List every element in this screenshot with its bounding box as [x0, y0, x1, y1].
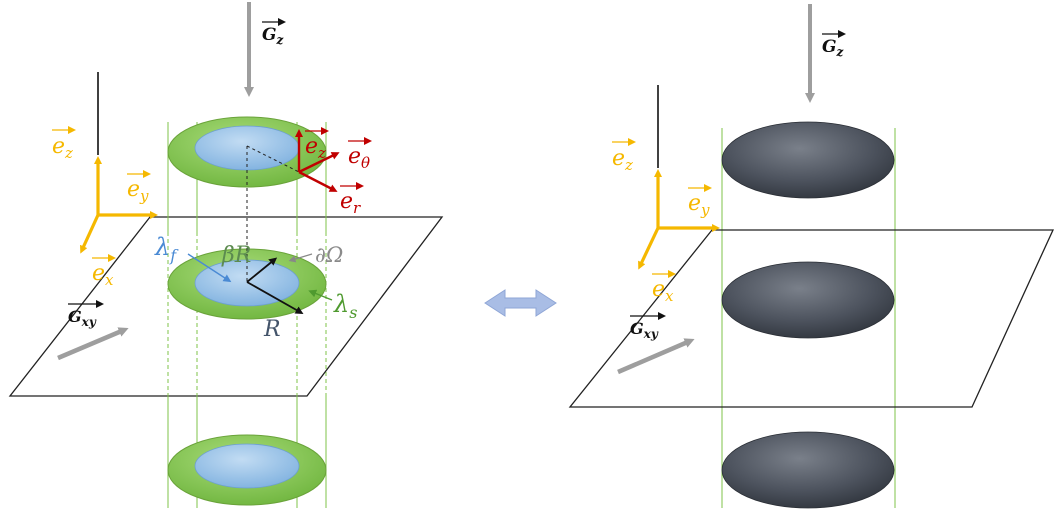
- right-panel: Gz ez ey ex Gxy: [568, 4, 1055, 509]
- lambda-f-label: λ: [154, 233, 170, 261]
- left-ey-sub: y: [139, 187, 149, 205]
- right-gxy-label: G: [630, 319, 644, 338]
- radius-arrows: [246, 257, 304, 314]
- left-panel: Gz ez ey ex Gxy: [8, 2, 444, 508]
- svg-text:ey: ey: [127, 177, 149, 205]
- right-global-vector-bars: [612, 138, 712, 278]
- svg-text:ez: ez: [52, 134, 73, 162]
- left-gz-label: G: [262, 25, 277, 45]
- lambda-f-sub: f: [169, 246, 179, 265]
- local-er-label: e: [340, 189, 353, 214]
- local-ez-sub: z: [317, 144, 326, 162]
- svg-text:λf: λf: [154, 233, 179, 265]
- left-local-frame: [295, 129, 340, 192]
- svg-text:ez: ez: [305, 134, 326, 162]
- svg-text:Gz: Gz: [822, 37, 845, 59]
- left-disc-bottom: [167, 434, 327, 506]
- right-gz-label: G: [822, 37, 837, 57]
- right-gz-sub: z: [836, 45, 845, 59]
- right-ez-sub: z: [624, 156, 633, 174]
- lambda-s-sub: s: [349, 303, 357, 322]
- left-ex-sub: x: [105, 271, 114, 289]
- svg-text:er: er: [340, 189, 361, 217]
- right-ex-sub: x: [665, 287, 674, 305]
- right-ex-arrow: [638, 227, 660, 270]
- left-ez-label: e: [52, 134, 65, 159]
- svg-text:Gz: Gz: [262, 25, 285, 47]
- svg-text:eθ: eθ: [348, 144, 370, 172]
- left-global-vector-bars: [52, 126, 151, 262]
- right-plane: [568, 229, 1055, 408]
- left-gxy-sub: xy: [81, 315, 97, 329]
- left-plane: [8, 216, 444, 397]
- svg-text:Gxy: Gxy: [630, 319, 659, 341]
- boundary-label: ∂Ω: [315, 243, 343, 267]
- local-er-sub: r: [353, 199, 361, 217]
- right-disc-middle: [721, 261, 895, 339]
- right-gxy-arrow: [617, 338, 695, 375]
- svg-text:λs: λs: [333, 290, 357, 322]
- right-gxy-sub: xy: [643, 327, 659, 341]
- local-ez-label: e: [305, 134, 318, 159]
- right-global-axes: [638, 169, 720, 270]
- right-disc-top: [721, 121, 895, 199]
- local-etheta-label: e: [348, 144, 361, 169]
- right-cylinder-lines: [721, 128, 896, 508]
- left-ex-label: e: [92, 261, 105, 286]
- left-ez-sub: z: [64, 144, 73, 162]
- right-ez-label: e: [612, 146, 625, 171]
- beta-r-label: βR: [221, 243, 251, 268]
- left-gxy-arrow: [57, 327, 129, 361]
- svg-text:ez: ez: [612, 146, 633, 174]
- radius-label: R: [263, 317, 281, 342]
- right-ey-label: e: [688, 191, 701, 216]
- svg-text:Gxy: Gxy: [68, 307, 97, 329]
- lambda-f-pointer: [187, 253, 232, 283]
- right-ex-label: e: [652, 277, 665, 302]
- left-ey-label: e: [127, 177, 140, 202]
- equivalence-double-arrow: [484, 289, 557, 317]
- left-ex-arrow: [80, 214, 100, 254]
- svg-text:ex: ex: [652, 277, 674, 305]
- left-gxy-label: G: [68, 307, 82, 326]
- right-ey-sub: y: [700, 201, 710, 219]
- local-er-arrow: [298, 170, 338, 192]
- boundary-pointer: [288, 253, 313, 263]
- left-dashed-axis: [246, 145, 300, 282]
- right-disc-bottom: [721, 431, 895, 509]
- lambda-s-pointer: [308, 289, 333, 301]
- local-etheta-sub: θ: [361, 154, 370, 172]
- lambda-s-label: λ: [333, 290, 349, 318]
- svg-text:ex: ex: [92, 261, 114, 289]
- local-etheta-arrow: [298, 152, 340, 174]
- left-global-axes: [80, 156, 158, 254]
- left-gz-sub: z: [276, 33, 285, 47]
- svg-text:ey: ey: [688, 191, 710, 219]
- local-vector-bars: [305, 127, 372, 190]
